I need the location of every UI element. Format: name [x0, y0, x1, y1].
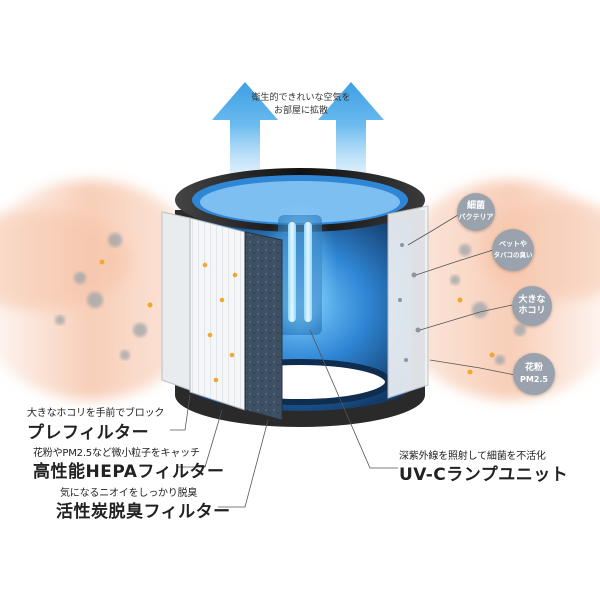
leader-lines [170, 214, 516, 508]
prefilter-desc: 大きなホコリを手前でブロック [27, 408, 165, 419]
clean-air-caption: 衛生的できれいな空気を お部屋に拡散 [241, 92, 361, 118]
uvc-title: UV-Cランプユニット [399, 465, 569, 485]
prefilter-title: プレフィルター [27, 423, 150, 443]
badge-bacteria-line1: 細菌 [466, 201, 485, 211]
badge-bacteria: 細菌 バクテリア [457, 193, 495, 231]
badge-large-dust-line1: 大きな [518, 295, 546, 305]
clean-air-caption-line1: 衛生的できれいな空気を [251, 93, 351, 103]
right-filter-panel [387, 205, 429, 399]
airflow-right [390, 180, 600, 400]
carbon-desc: 気になるニオイをしっかり脱臭 [60, 488, 198, 499]
badge-large-dust: 大きな ホコリ [512, 286, 552, 326]
clean-air-caption-line2: お部屋に拡散 [273, 106, 328, 116]
carbon-title: 活性炭脱臭フィルター [56, 502, 231, 522]
badge-pet-tobacco: ペットや タバコの臭い [492, 229, 534, 271]
badge-bacteria-line2: バクテリア [458, 213, 494, 221]
badge-pollen: 花粉 PM2.5 [513, 353, 555, 395]
uvc-lamp [270, 212, 330, 335]
prefilter-mesh [161, 211, 191, 391]
badge-pet-tobacco-line2: タバコの臭い [493, 251, 533, 259]
uvc-desc: 深紫外線を照射して細菌を不活化 [399, 451, 546, 462]
clean-air-arrows [212, 82, 384, 190]
pollen-particles [99, 259, 495, 375]
airflow-left [0, 180, 210, 400]
hepa-pleated-filter [189, 217, 246, 411]
badge-pollen-line2: PM2.5 [520, 375, 548, 384]
badge-pet-tobacco-line1: ペットや [499, 240, 527, 248]
badge-large-dust-line2: ホコリ [518, 306, 546, 316]
activated-carbon-filter [244, 231, 283, 421]
hepa-desc: 花粉やPM2.5など微小粒子をキャッチ [33, 448, 200, 459]
dust-particles [55, 233, 526, 365]
hepa-title: 高性能HEPAフィルター [33, 462, 225, 482]
badge-pollen-line1: 花粉 [524, 363, 543, 373]
